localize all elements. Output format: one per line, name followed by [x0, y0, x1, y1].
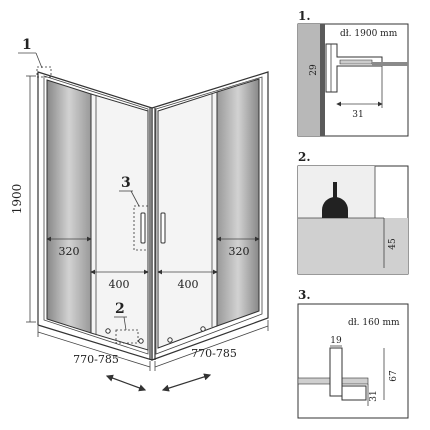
tray-section: [298, 218, 408, 274]
left-door-dim-label: 400: [109, 278, 130, 291]
right-door-dim-label: 400: [178, 278, 199, 291]
right-adjust-arrow-icon: [161, 373, 212, 392]
detail-1-vertical-dim: 29: [309, 64, 319, 76]
height-dimension: 1900: [10, 75, 36, 323]
detail-3-vertical-dim-big: 67: [389, 370, 399, 382]
dimension-line: [37, 331, 151, 368]
right-door-dimension: 400: [157, 269, 218, 291]
right-panel-dimension: 320: [216, 236, 260, 258]
detail-1: 1. dł. 1900 mm 29 31: [297, 9, 409, 137]
left-door-handle: [140, 212, 146, 244]
right-sliding-door: [157, 91, 218, 349]
callout-leader: [130, 190, 140, 207]
left-fixed-glass-panel: [46, 79, 92, 334]
detail-1-horizontal-dim: 31: [352, 110, 363, 120]
right-door-handle: [160, 212, 166, 244]
callout-number: 2: [115, 301, 125, 317]
right-panel-dim-label: 320: [229, 245, 250, 258]
left-width-label: 770-785: [73, 353, 119, 366]
detail-number: 2.: [298, 150, 311, 164]
left-door-dimension: 400: [90, 269, 149, 291]
left-width-dimension: 770-785: [37, 326, 151, 371]
callout-3: 3: [119, 175, 140, 207]
right-wall-frame-inner: [155, 76, 263, 355]
callout-leader: [123, 316, 127, 331]
right-wall-frame: [151, 71, 269, 361]
handle-detail-box: [133, 205, 149, 251]
glass-edge: [372, 62, 408, 66]
handle-profile: [329, 347, 343, 397]
detail-3-top-dim: 19: [330, 336, 342, 346]
left-panel-dimension: 320: [46, 236, 92, 258]
callout-number: 1: [22, 37, 32, 53]
right-width-dimension: 770-785: [154, 320, 269, 371]
detail-3: 3. dł. 160 mm 19 67 31: [297, 288, 409, 419]
left-adjust-arrow-icon: [105, 374, 147, 392]
callout-2: 2: [114, 301, 127, 331]
detail-number: 1.: [298, 9, 311, 23]
roller-icon: [138, 338, 144, 344]
handle-foot: [341, 385, 367, 401]
enclosure-frame: [37, 71, 269, 361]
dimension-line: [154, 325, 269, 368]
profile-channel: [339, 59, 373, 65]
height-dimension-label: 1900: [10, 184, 24, 215]
roller-icon: [167, 337, 173, 343]
detail-length: dł. 1900 mm: [340, 29, 398, 39]
left-sliding-door: [90, 93, 149, 351]
detail-2-vertical-dim: 45: [388, 238, 398, 250]
roller-stem: [333, 182, 337, 200]
roller-icon: [322, 197, 348, 218]
left-panel-dim-label: 320: [59, 245, 80, 258]
callout-leader: [35, 52, 43, 69]
detail-2: 2. 45: [297, 150, 409, 275]
roller-icon: [200, 326, 206, 332]
right-width-label: 770-785: [191, 347, 237, 360]
left-wall-frame-inner: [43, 75, 149, 355]
detail-number: 3.: [298, 288, 311, 302]
callout-number: 3: [121, 175, 131, 191]
right-fixed-glass-panel: [216, 78, 260, 327]
detail-length: dł. 160 mm: [348, 318, 400, 328]
detail-3-vertical-dim-small: 31: [369, 390, 379, 401]
shower-enclosure: [36, 66, 269, 361]
bottom-rollers: [105, 326, 206, 344]
roller-icon: [105, 328, 111, 334]
wall-edge: [320, 24, 325, 136]
roller-detail-box: [115, 329, 139, 344]
callout-1: 1: [18, 37, 43, 69]
